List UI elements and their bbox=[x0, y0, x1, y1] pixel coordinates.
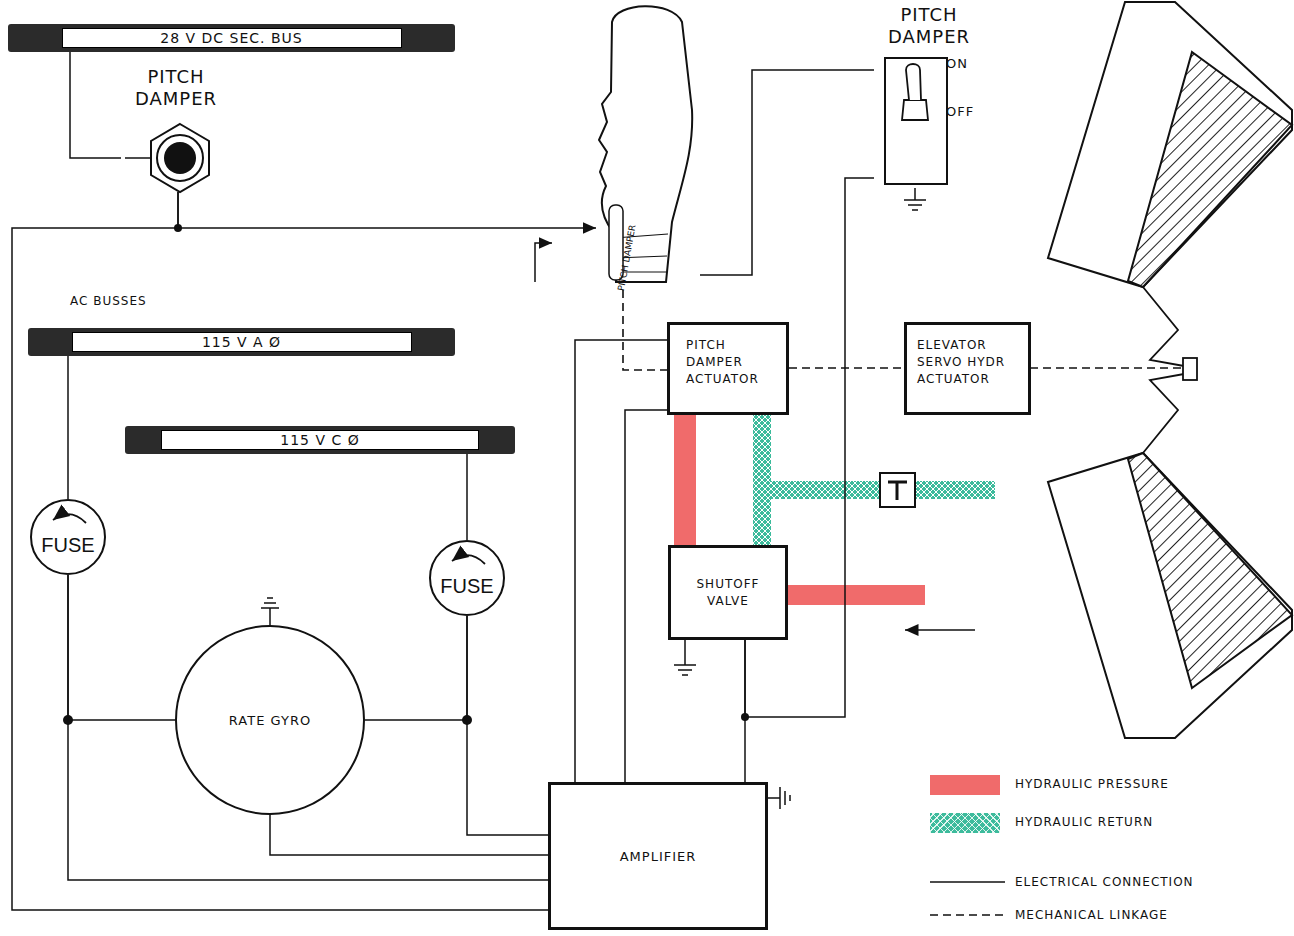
breaker-label: PITCH DAMPER bbox=[121, 66, 231, 110]
elevator-upper bbox=[1128, 52, 1292, 287]
pressure-line bbox=[788, 585, 925, 605]
wire-connector bbox=[744, 640, 746, 782]
switch-label: PITCH DAMPER bbox=[874, 4, 984, 48]
wire-connector bbox=[68, 575, 175, 720]
control-grip bbox=[599, 6, 692, 282]
wire-connector bbox=[67, 356, 69, 499]
legend-label: MECHANICAL LINKAGE bbox=[1015, 908, 1168, 922]
control-stick-grip: PITCH DAMPER bbox=[596, 0, 700, 290]
servo-label: ELEVATOR SERVO HYDR ACTUATOR bbox=[907, 325, 1009, 388]
legend-dash-sample bbox=[930, 914, 1005, 916]
elevator-linkage bbox=[1143, 287, 1184, 366]
wire-stub bbox=[125, 157, 151, 159]
connector-pin bbox=[535, 243, 552, 282]
switch-position: ON bbox=[946, 56, 1009, 72]
legend-label: HYDRAULIC PRESSURE bbox=[1015, 777, 1169, 791]
amplifier-label: AMPLIFIER bbox=[620, 849, 697, 864]
servo-actuator-box: ELEVATOR SERVO HYDR ACTUATOR bbox=[904, 322, 1031, 415]
fuse-arrow bbox=[452, 555, 485, 564]
flow-arrow bbox=[905, 629, 975, 631]
actuator-box: PITCH DAMPER ACTUATOR bbox=[667, 322, 789, 415]
valve-label: SHUTOFF VALVE bbox=[686, 576, 770, 610]
check-valve-symbol bbox=[888, 482, 907, 500]
bus-group-label: AC BUSSES bbox=[70, 294, 147, 308]
stabilizer-upper bbox=[1048, 2, 1292, 287]
wire-connector bbox=[467, 616, 548, 835]
grip-switch-label: PITCH DAMPER bbox=[616, 215, 640, 292]
hydraulic-pressure-line bbox=[674, 415, 696, 545]
fuse-label: FUSE bbox=[440, 559, 493, 598]
bus-label: 115 V A Ø bbox=[72, 332, 412, 352]
return-line bbox=[915, 481, 995, 499]
return-line bbox=[753, 481, 880, 499]
wire-connector bbox=[575, 340, 667, 782]
wire-connector bbox=[178, 192, 596, 228]
actuator-label: PITCH DAMPER ACTUATOR bbox=[670, 325, 770, 388]
fuse-label: FUSE bbox=[41, 518, 94, 557]
legend-label: HYDRAULIC RETURN bbox=[1015, 815, 1153, 829]
ground-symbol bbox=[768, 787, 790, 809]
wire-connector bbox=[70, 52, 121, 158]
shutoff-valve-box: SHUTOFF VALVE bbox=[668, 545, 788, 640]
switch-plate bbox=[885, 58, 947, 184]
legend-swatch bbox=[930, 813, 1000, 833]
switch-toggle bbox=[906, 64, 921, 100]
bus-label: 28 V DC SEC. BUS bbox=[62, 28, 402, 48]
hydraulic-return-line bbox=[753, 415, 771, 545]
mechanical-linkage bbox=[623, 290, 667, 370]
breaker-nut bbox=[151, 124, 209, 192]
breaker-button bbox=[164, 142, 196, 174]
bus-label: 115 V C Ø bbox=[161, 430, 479, 450]
wire-connector bbox=[12, 192, 548, 910]
wire-connector bbox=[270, 815, 548, 855]
wire-connector bbox=[68, 575, 548, 880]
wire-connector bbox=[625, 410, 667, 782]
legend-label: ELECTRICAL CONNECTION bbox=[1015, 875, 1194, 889]
check-valve bbox=[880, 473, 915, 507]
fuse-symbol: FUSE bbox=[30, 499, 106, 575]
toggle-switch: PITCH DAMPER ON OFF bbox=[874, 4, 1009, 188]
wire-connector bbox=[365, 616, 467, 720]
circuit-breaker: PITCH DAMPER bbox=[121, 66, 241, 192]
wire-connector bbox=[700, 70, 874, 275]
control-horn bbox=[1183, 358, 1197, 380]
ground-symbol bbox=[261, 598, 279, 625]
ac-bus-bar: 115 V C Ø bbox=[125, 426, 515, 454]
fuse-arrow bbox=[53, 514, 86, 523]
switch-nut bbox=[902, 100, 928, 120]
ground-symbol bbox=[674, 640, 696, 675]
wire-connector bbox=[466, 454, 468, 540]
elevator-lower bbox=[1128, 453, 1292, 688]
legend-swatch bbox=[930, 775, 1000, 795]
mechanical-linkage bbox=[1030, 367, 1183, 369]
switch-position: OFF bbox=[946, 104, 1009, 120]
breaker-ring bbox=[157, 135, 203, 181]
stabilizer-lower bbox=[1048, 453, 1292, 738]
legend-line-sample bbox=[930, 881, 1005, 883]
ground-symbol bbox=[904, 188, 926, 210]
elevator-linkage bbox=[1143, 374, 1184, 453]
rate-gyro: RATE GYRO bbox=[175, 625, 365, 815]
dc-bus-bar: 28 V DC SEC. BUS bbox=[8, 24, 455, 52]
fuse-symbol: FUSE bbox=[429, 540, 505, 616]
gyro-label: RATE GYRO bbox=[229, 713, 311, 728]
mechanical-linkage bbox=[789, 367, 904, 369]
amplifier-box: AMPLIFIER bbox=[548, 782, 768, 930]
ac-bus-bar: 115 V A Ø bbox=[28, 328, 455, 356]
